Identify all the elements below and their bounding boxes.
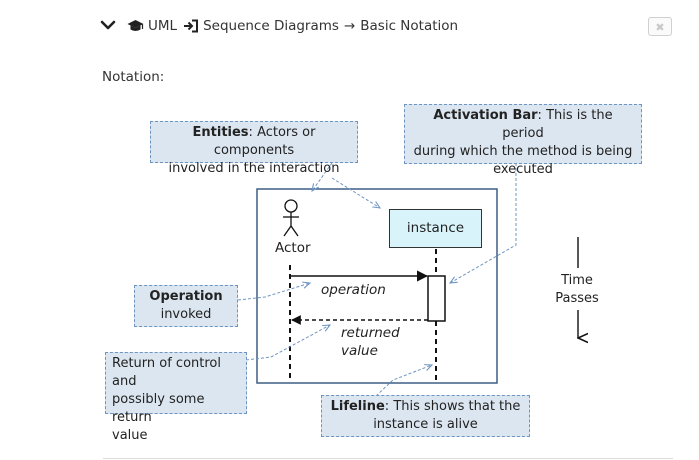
chevron-down-icon[interactable]: [100, 18, 116, 34]
instance-box: instance: [389, 209, 482, 248]
entities-note: Entities: Actors or components involved …: [150, 121, 358, 176]
operation-connector: [237, 283, 310, 301]
breadcrumb-arrow: →: [343, 18, 356, 34]
bottom-divider: [103, 458, 673, 459]
operation-note: Operation invoked: [134, 285, 238, 327]
operation-label: operation: [321, 282, 386, 298]
returned-value-label: value: [341, 343, 378, 359]
activation-bar: [427, 275, 446, 322]
breadcrumb: UML Sequence Diagrams → Basic Notation: [127, 18, 458, 34]
entities-connector-instance: [331, 177, 380, 208]
entities-connector-actor: [312, 162, 333, 191]
sign-in-icon: [184, 19, 199, 33]
return-note: Return of control and possibly some retu…: [105, 352, 247, 443]
actor-stick-figure-icon: [283, 199, 299, 237]
actor-label: Actor: [275, 240, 311, 256]
returned-label: returned: [341, 325, 400, 341]
time-passes-label: Time Passes: [555, 273, 599, 306]
graduation-cap-icon: [127, 20, 144, 31]
breadcrumb-page[interactable]: Sequence Diagrams: [203, 18, 339, 34]
close-icon: ✖: [655, 21, 665, 34]
return-connector: [245, 325, 330, 361]
activation-connector: [450, 163, 517, 283]
diagram-frame: [256, 188, 498, 384]
lifeline-connector: [375, 365, 432, 397]
activation-bar-note: Activation Bar: This is the period durin…: [404, 104, 642, 177]
lifeline-note: Lifeline: This shows that the instance i…: [321, 395, 530, 437]
close-button[interactable]: ✖: [648, 17, 672, 36]
instance-label: instance: [406, 220, 465, 236]
breadcrumb-section: Basic Notation: [360, 18, 459, 34]
breadcrumb-root[interactable]: UML: [148, 18, 178, 34]
notation-heading: Notation:: [102, 69, 165, 85]
